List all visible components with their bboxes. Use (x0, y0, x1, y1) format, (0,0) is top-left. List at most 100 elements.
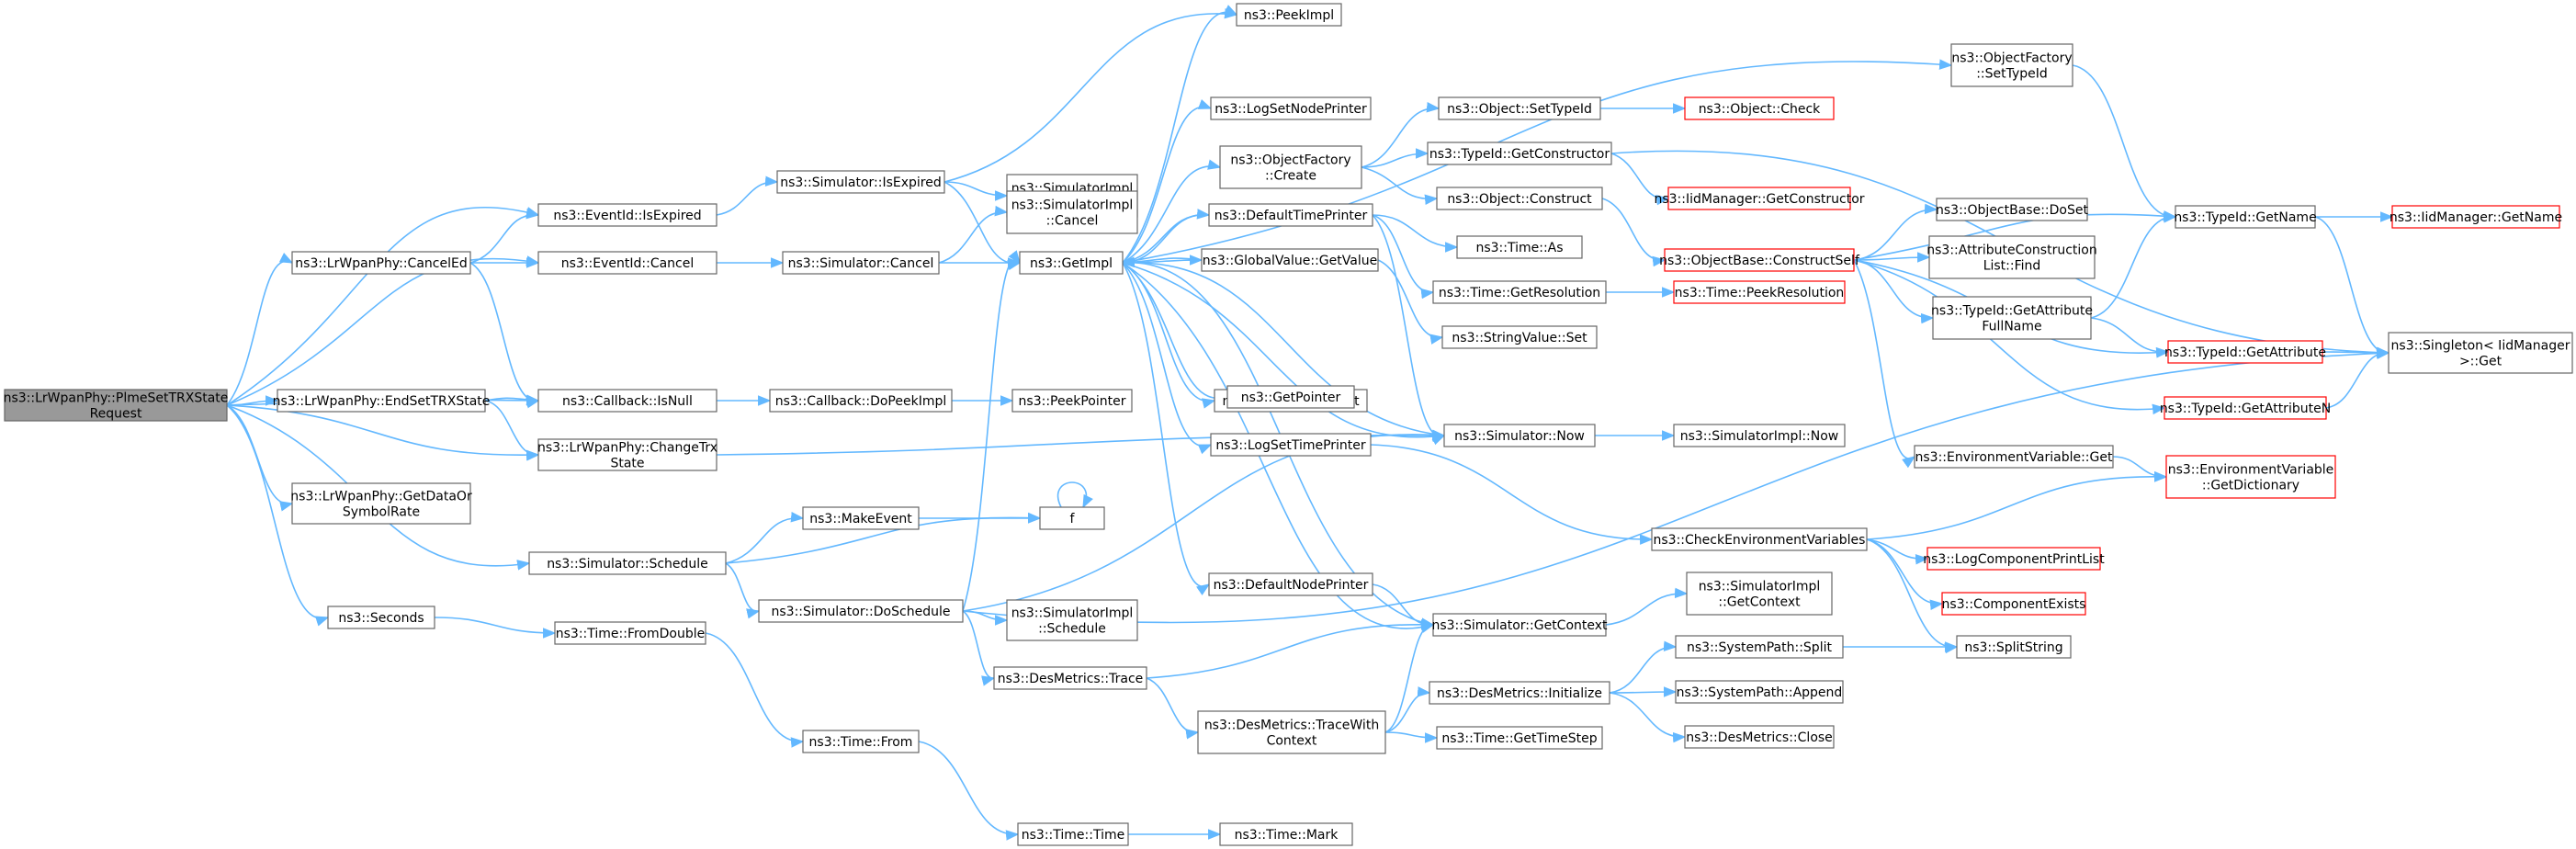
node-label: ns3::ObjectFactory (1951, 51, 2072, 66)
node-siGetContext[interactable]: ns3::SimulatorImpl::GetContext (1686, 572, 1833, 616)
node-doSchedule[interactable]: ns3::Simulator::DoSchedule (758, 599, 964, 623)
node-timeAs[interactable]: ns3::Time::As (1456, 235, 1583, 259)
node-cancelEd[interactable]: ns3::LrWpanPhy::CancelEd (291, 251, 471, 275)
node-dmTrace[interactable]: ns3::DesMetrics::Trace (993, 666, 1147, 690)
node-siSchedule[interactable]: ns3::SimulatorImpl::Schedule (1006, 599, 1138, 641)
node-tidGetCtor[interactable]: ns3::TypeId::GetConstructor (1427, 142, 1612, 165)
node-endSetTrx[interactable]: ns3::LrWpanPhy::EndSetTRXState (273, 389, 491, 413)
node-singletonGet[interactable]: ns3::Singleton< IidManager>::Get (2388, 332, 2573, 374)
edge-path (1122, 99, 1213, 264)
node-makeEvent[interactable]: ns3::MakeEvent (802, 506, 920, 530)
node-label: ns3::LrWpanPhy::EndSetTRXState (273, 394, 491, 409)
node-checkEnv[interactable]: ns3::CheckEnvironmentVariables (1651, 527, 1868, 551)
edge-tidGetAttrN-to-singletonGet (2325, 346, 2390, 409)
node-simCancel[interactable]: ns3::Simulator::Cancel (782, 251, 940, 275)
edge-path (226, 206, 540, 406)
node-peekPointer[interactable]: ns3::PeekPointer (1011, 389, 1133, 413)
node-tidGetAttr[interactable]: ns3::TypeId::GetAttribute (2164, 340, 2326, 364)
node-ofSetTypeId[interactable]: ns3::ObjectFactory::SetTypeId (1950, 43, 2073, 87)
node-envGetDict[interactable]: ns3::EnvironmentVariable::GetDictionary (2165, 455, 2336, 499)
node-simNow[interactable]: ns3::Simulator::Now (1443, 424, 1596, 447)
node-timeTime[interactable]: ns3::Time::Time (1017, 822, 1129, 846)
node-getPointer[interactable]: ns3::GetPointer (1226, 385, 1355, 409)
node-box (1651, 527, 1868, 551)
node-evIsExpired[interactable]: ns3::EventId::IsExpired (537, 203, 717, 227)
node-peekImpl[interactable]: ns3::PeekImpl (1236, 3, 1342, 27)
node-gvGetValue[interactable]: ns3::GlobalValue::GetValue (1201, 248, 1379, 272)
node-objSetTypeId[interactable]: ns3::Object::SetTypeId (1438, 96, 1601, 120)
node-label: Context (1267, 734, 1317, 749)
node-compExists[interactable]: ns3::ComponentExists (1941, 592, 2086, 616)
edge-dmInit-to-spSplit (1609, 640, 1678, 694)
node-cbIsNull[interactable]: ns3::Callback::IsNull (537, 389, 717, 413)
node-iidGetCtor[interactable]: ns3::IidManager::GetConstructor (1654, 187, 1865, 210)
node-timeGetRes[interactable]: ns3::Time::GetResolution (1432, 280, 1607, 304)
node-box (1436, 187, 1603, 210)
node-box (1456, 235, 1583, 259)
node-simIsExpired[interactable]: ns3::Simulator::IsExpired (776, 170, 945, 194)
node-tidGetName[interactable]: ns3::TypeId::GetName (2174, 205, 2317, 229)
node-simSchedule[interactable]: ns3::Simulator::Schedule (528, 551, 727, 575)
node-defTimePrinter[interactable]: ns3::DefaultTimePrinter (1208, 203, 1373, 227)
node-obConstructSelf[interactable]: ns3::ObjectBase::ConstructSelf (1659, 248, 1860, 272)
node-ofCreate[interactable]: ns3::ObjectFactory::Create (1219, 145, 1362, 189)
edge-path (1361, 166, 1439, 205)
node-siCancel[interactable]: ns3::SimulatorImpl::Cancel (1006, 190, 1138, 234)
node-obDoSet[interactable]: ns3::ObjectBase::DoSet (1936, 198, 2088, 221)
node-iidGetName[interactable]: ns3::IidManager::GetName (2390, 205, 2562, 229)
node-spSplit[interactable]: ns3::SystemPath::Split (1675, 635, 1844, 659)
edge-checkEnv-to-envGetDict (1866, 470, 2168, 540)
node-envGet[interactable]: ns3::EnvironmentVariable::Get (1914, 445, 2114, 469)
node-getImpl[interactable]: ns3::GetImpl (1019, 251, 1124, 275)
node-box (1441, 325, 1598, 349)
node-doPeekImpl[interactable]: ns3::Callback::DoPeekImpl (769, 389, 953, 413)
node-box (1436, 726, 1603, 750)
edge-doSchedule-to-singletonGet (962, 347, 2390, 624)
node-timeGetStep[interactable]: ns3::Time::GetTimeStep (1436, 726, 1603, 750)
node-logSetTime[interactable]: ns3::LogSetTimePrinter (1210, 433, 1372, 457)
edge-path (1372, 214, 1459, 253)
node-logSetNode[interactable]: ns3::LogSetNodePrinter (1210, 96, 1372, 120)
edge-path (1866, 470, 2168, 540)
edge-path (918, 741, 1020, 841)
node-objCheck[interactable]: ns3::Object::Check (1684, 96, 1835, 120)
edge-defNodePrinter-to-simGetContext (1372, 583, 1435, 631)
node-simGetContext[interactable]: ns3::Simulator::GetContext (1431, 613, 1608, 637)
node-defNodePrinter[interactable]: ns3::DefaultNodePrinter (1208, 572, 1373, 596)
node-siNow[interactable]: ns3::SimulatorImpl::Now (1673, 424, 1846, 447)
node-spAppend[interactable]: ns3::SystemPath::Append (1675, 680, 1844, 704)
node-dmClose[interactable]: ns3::DesMetrics::Close (1684, 725, 1835, 749)
node-dmInit[interactable]: ns3::DesMetrics::Initialize (1429, 681, 1610, 705)
node-evCancel[interactable]: ns3::EventId::Cancel (537, 251, 717, 275)
node-label: State (610, 457, 644, 471)
node-tidGetAttrN[interactable]: ns3::TypeId::GetAttributeN (2160, 396, 2331, 420)
node-label: ns3::StringValue::Set (1452, 331, 1587, 345)
node-box (537, 389, 717, 413)
node-timePeekRes[interactable]: ns3::Time::PeekResolution (1673, 280, 1846, 304)
node-logCompPrint[interactable]: ns3::LogComponentPrintList (1923, 547, 2105, 571)
edge-simIsExpired-to-siIsExpired (943, 181, 1009, 201)
node-timeFrom[interactable]: ns3::Time::From (802, 730, 920, 753)
edge-dmInit-to-dmClose (1609, 692, 1687, 743)
node-label: ns3::Object::SetTypeId (1447, 102, 1592, 117)
edge-path (1122, 262, 1229, 406)
node-box (1429, 681, 1610, 705)
edge-getImpl-to-logSetTime (1122, 262, 1213, 455)
node-splitString[interactable]: ns3::SplitString (1956, 635, 2072, 659)
node-timeMark[interactable]: ns3::Time::Mark (1219, 822, 1353, 846)
node-svSet[interactable]: ns3::StringValue::Set (1441, 325, 1598, 349)
node-seconds[interactable]: ns3::Seconds (327, 606, 435, 629)
node-label: ns3::Time::GetResolution (1439, 286, 1600, 300)
node-box (1017, 822, 1129, 846)
node-label: ns3::Time::PeekResolution (1675, 286, 1845, 300)
node-objConstruct[interactable]: ns3::Object::Construct (1436, 187, 1603, 210)
node-box (537, 203, 717, 227)
node-f[interactable]: f (1039, 506, 1105, 530)
node-fromDouble[interactable]: ns3::Time::FromDouble (554, 621, 706, 645)
